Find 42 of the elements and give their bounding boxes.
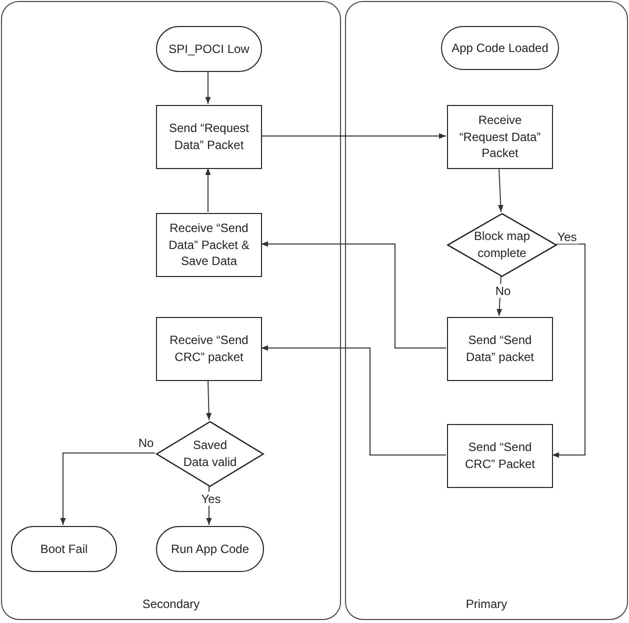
process-box bbox=[447, 424, 553, 488]
node-label: SPI_POCI Low bbox=[168, 40, 250, 58]
lane-label: Secondary bbox=[141, 596, 201, 613]
terminal-box bbox=[441, 26, 559, 70]
terminal-box bbox=[11, 526, 117, 572]
process-box bbox=[447, 105, 553, 169]
node-label: App Code Loaded bbox=[450, 40, 550, 56]
node-label: Receive “Send CRC” packet bbox=[168, 332, 250, 366]
node-label: Boot Fail bbox=[39, 540, 89, 558]
node-label: Send “Request Data” Packet bbox=[168, 120, 250, 154]
process-box bbox=[156, 317, 262, 381]
arrow bbox=[552, 244, 586, 458]
node-label: Saved Data valid bbox=[182, 437, 238, 471]
swimlane bbox=[345, 1, 628, 620]
swimlane bbox=[1, 1, 341, 620]
arrow bbox=[498, 168, 504, 212]
edge-label: Yes bbox=[199, 492, 223, 506]
node-label: Receive “Request Data” Packet bbox=[458, 112, 542, 162]
node-label: Send “Send Data” packet bbox=[464, 332, 536, 366]
process-box bbox=[447, 317, 553, 381]
arrow bbox=[260, 241, 446, 348]
arrow bbox=[260, 345, 446, 456]
node-label: Block map complete bbox=[472, 228, 532, 262]
node-label: Send “Send CRC” Packet bbox=[464, 439, 536, 473]
process-box bbox=[156, 213, 262, 277]
arrow bbox=[60, 452, 156, 526]
edge-label: Yes bbox=[555, 230, 579, 244]
arrow bbox=[205, 70, 211, 104]
edge-label: No bbox=[136, 436, 156, 450]
terminal-box bbox=[156, 26, 262, 72]
terminal-box bbox=[156, 526, 264, 572]
arrow bbox=[205, 168, 211, 212]
decision-diamond bbox=[156, 421, 264, 487]
edge-label: No bbox=[493, 284, 513, 298]
node-label: Receive “Send Data” Packet & Save Data bbox=[168, 220, 250, 270]
lane-label: Primary bbox=[464, 596, 508, 613]
decision-diamond bbox=[447, 213, 557, 277]
arrow bbox=[496, 276, 502, 316]
node-label: Run App Code bbox=[170, 540, 250, 558]
arrow bbox=[260, 133, 446, 139]
process-box bbox=[156, 105, 262, 169]
arrow bbox=[206, 380, 212, 420]
